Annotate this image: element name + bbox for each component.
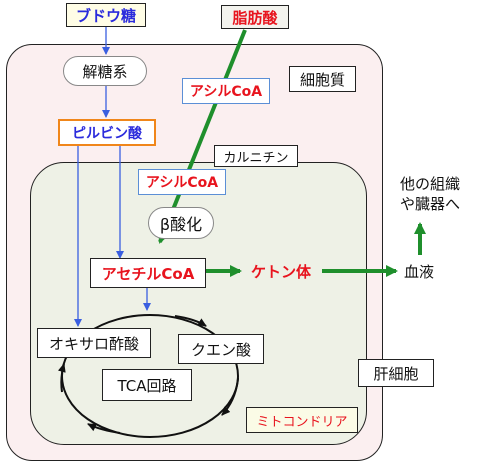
tca-cycle-label: TCA回路 [102,369,192,401]
acetyl-coa-box: アセチルCoA [90,258,206,288]
tca-arrow-right [221,377,239,416]
tca-arrow-top [174,315,207,327]
cytoplasm-label: 細胞質 [289,66,356,92]
acyl-coa-mito-box: アシルCoA [138,169,226,195]
other-tissues-label: 他の組織 や臓器へ [399,175,460,213]
hepatocyte-label: 肝細胞 [358,359,434,387]
arrow-fattyacid-to-betaoxidation [158,29,247,244]
mitochondria-label: ミトコンドリア [246,407,358,433]
acyl-coa-cytoplasm-box: アシルCoA [182,78,270,104]
beta-oxidation-label: β酸化 [148,207,214,239]
blood-label: 血液 [404,263,435,281]
pyruvate-box: ピルビン酸 [58,119,156,146]
carnitine-label: カルニチン [214,145,298,167]
oxaloacetate-box: オキサロ酢酸 [37,328,151,358]
glycolysis-label: 解糖系 [63,56,147,86]
glucose-box: ブドウ糖 [66,3,146,27]
citrate-box: クエン酸 [178,334,264,364]
fatty-acid-box: 脂肪酸 [221,5,289,29]
ketone-body-label: ケトン体 [251,263,312,281]
tca-arrow-bottom [87,423,121,434]
tca-arrow-left [57,363,66,393]
